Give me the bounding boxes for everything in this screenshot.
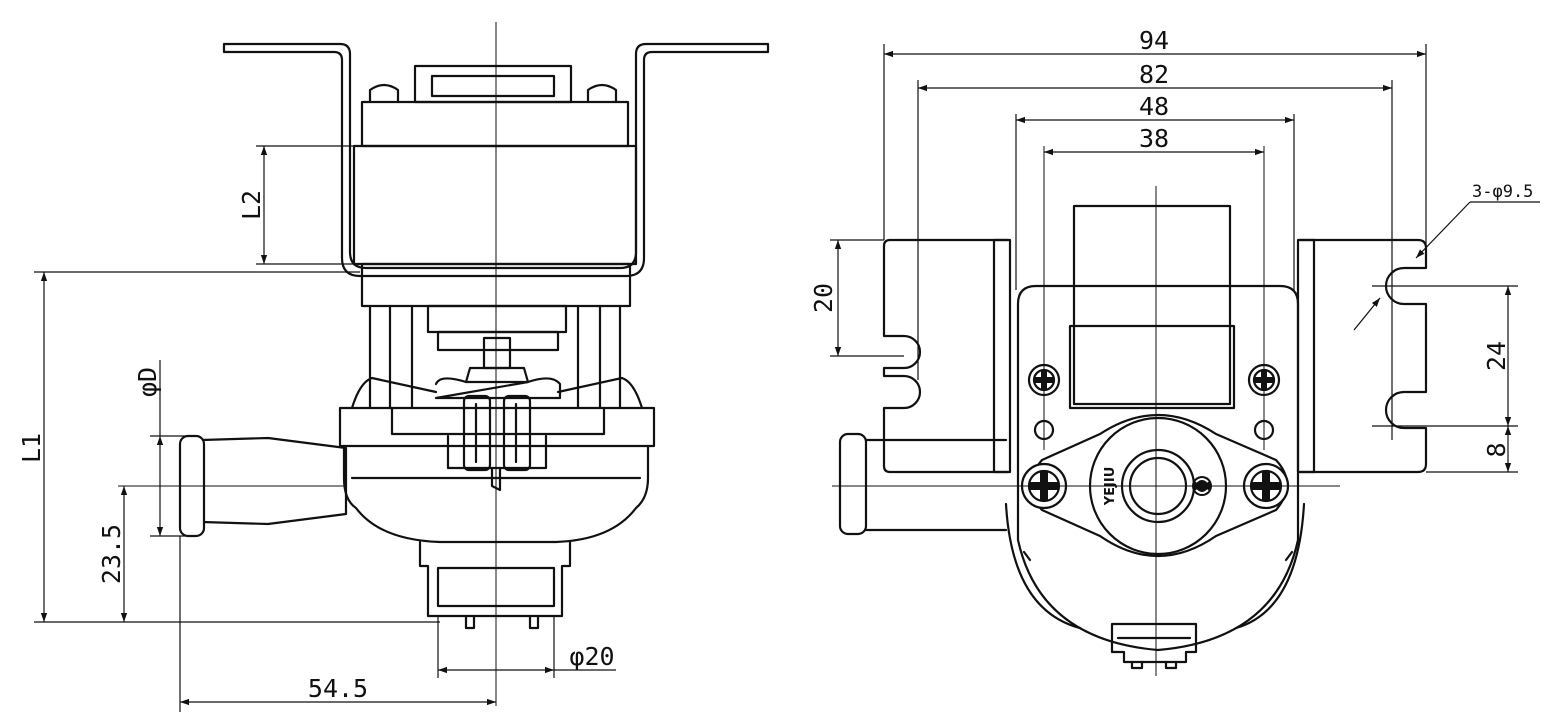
callout-holes: 3-φ9.5 bbox=[1353, 182, 1540, 331]
dim-phi-20: φ20 bbox=[437, 616, 616, 678]
terminal-screw-right bbox=[586, 83, 618, 104]
label-94: 94 bbox=[1139, 26, 1169, 55]
dim-38: 38 bbox=[1044, 124, 1264, 156]
outlet-pipe bbox=[200, 436, 348, 526]
outlet-pipe-front-flange bbox=[838, 432, 868, 536]
mounting-ear-right bbox=[1298, 238, 1428, 474]
label-82: 82 bbox=[1139, 60, 1169, 89]
bottom-inlet bbox=[418, 540, 572, 618]
label-54-5: 54.5 bbox=[308, 674, 368, 703]
label-38: 38 bbox=[1139, 124, 1169, 153]
pump-dome bbox=[350, 376, 644, 410]
label-20: 20 bbox=[809, 283, 838, 313]
pump-body bbox=[342, 444, 650, 544]
motor-coil-body bbox=[352, 144, 638, 266]
label-l2: L2 bbox=[237, 190, 266, 220]
dim-23-5: 23.5 bbox=[97, 486, 128, 622]
dim-48: 48 bbox=[1015, 92, 1295, 290]
label-48: 48 bbox=[1139, 92, 1169, 121]
label-phi-d: φD bbox=[133, 367, 162, 397]
dim-phi-d: φD bbox=[133, 360, 186, 537]
bottom-connector bbox=[1110, 622, 1198, 664]
terminal-screw-left bbox=[368, 83, 400, 104]
motor-coil-top bbox=[360, 100, 630, 148]
label-23-5: 23.5 bbox=[97, 524, 126, 584]
dim-l1: L1 bbox=[17, 271, 440, 623]
dim-82: 82 bbox=[917, 60, 1393, 440]
dim-8: 8 bbox=[1426, 426, 1518, 473]
impeller-blade-left bbox=[462, 394, 492, 472]
front-view: YEJIU 94 82 48 bbox=[809, 26, 1540, 676]
dim-l2: L2 bbox=[237, 145, 354, 265]
label-holes: 3-φ9.5 bbox=[1472, 182, 1533, 202]
label-phi-20: φ20 bbox=[569, 642, 614, 671]
mounting-ear-left bbox=[882, 238, 1010, 474]
dim-20: 20 bbox=[809, 239, 904, 357]
outlet-pipe-front bbox=[860, 438, 1008, 532]
impeller-blade-right bbox=[502, 394, 532, 472]
pump-housing bbox=[1016, 284, 1300, 652]
label-l1: L1 bbox=[17, 433, 46, 463]
label-24: 24 bbox=[1482, 341, 1511, 371]
dim-94: 94 bbox=[883, 26, 1427, 248]
impeller-housing bbox=[338, 406, 656, 448]
dim-54-5: 54.5 bbox=[179, 536, 496, 712]
motor-block bbox=[1072, 204, 1232, 406]
dim-24: 24 bbox=[1372, 285, 1518, 427]
side-view: L2 L1 φD 23.5 54.5 φ20 bbox=[17, 22, 770, 712]
motor-shaft bbox=[482, 336, 512, 370]
label-8: 8 bbox=[1482, 442, 1511, 457]
